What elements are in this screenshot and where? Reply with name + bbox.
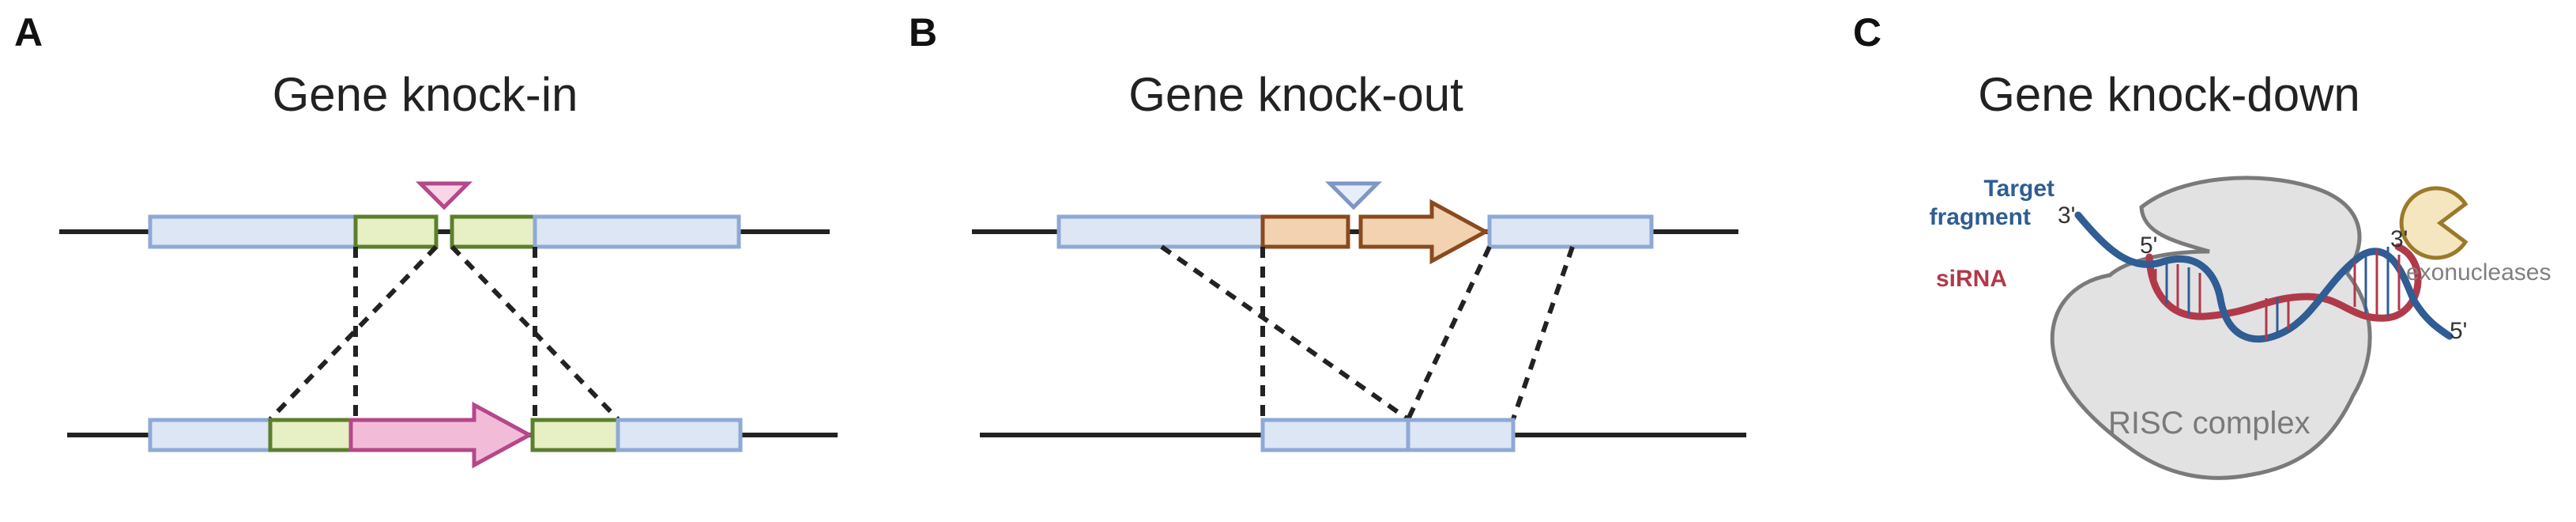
homology-arm-right <box>530 418 620 452</box>
exon-right <box>1406 418 1516 452</box>
exon-left <box>1260 418 1410 452</box>
sirna-label: siRNA <box>1936 266 2007 292</box>
exon-right <box>533 214 741 249</box>
cut-site-marker-icon <box>415 181 473 210</box>
deletion-line <box>1511 246 1575 420</box>
homology-arm-left <box>353 214 439 249</box>
exonucleases-label: exonucleases <box>2406 259 2551 286</box>
target-fragment-label-line1: Target <box>1984 176 2054 202</box>
target-5prime-label: 5' <box>2450 318 2467 344</box>
deletion-line <box>1160 244 1410 422</box>
panel-c: C Gene knock-down RISC complex T <box>1853 10 2551 480</box>
target-fragment-label-line2: fragment <box>1930 204 2031 230</box>
target-gene-arrow-icon <box>1358 199 1490 265</box>
exonuclease-icon <box>2399 186 2469 260</box>
target-3prime-label: 3' <box>2058 202 2075 229</box>
sirna-5prime-label: 5' <box>2140 233 2157 259</box>
target-fragment-strand <box>2074 211 2454 342</box>
exon-left <box>148 214 358 249</box>
risc-complex-label: RISC complex <box>2108 406 2310 441</box>
panel-b: B Gene knock-out <box>909 10 1746 452</box>
target-region <box>1260 214 1350 249</box>
recombination-line <box>268 244 439 422</box>
exon-left <box>1056 214 1265 249</box>
homology-arm-right <box>450 214 537 249</box>
exon-left <box>148 418 273 452</box>
panel-b-letter: B <box>909 10 937 55</box>
panel-c-letter: C <box>1853 10 1881 55</box>
homology-arm-left <box>268 418 353 452</box>
panel-a: A Gene knock-in <box>14 10 838 469</box>
sirna-3prime-label: 3' <box>2390 226 2408 252</box>
cut-site-marker-icon <box>1324 181 1383 210</box>
panel-b-title: Gene knock-out <box>1128 68 1463 121</box>
base-pair-rungs <box>2154 247 2401 340</box>
panel-a-letter: A <box>14 10 43 55</box>
inserted-gene-arrow-icon <box>348 401 534 469</box>
panel-a-title: Gene knock-in <box>273 68 578 121</box>
exon-right <box>616 418 743 452</box>
deletion-line <box>1406 245 1492 421</box>
risc-complex-shape <box>2050 176 2372 480</box>
exon-right <box>1487 214 1654 249</box>
panel-c-title: Gene knock-down <box>1978 68 2360 121</box>
